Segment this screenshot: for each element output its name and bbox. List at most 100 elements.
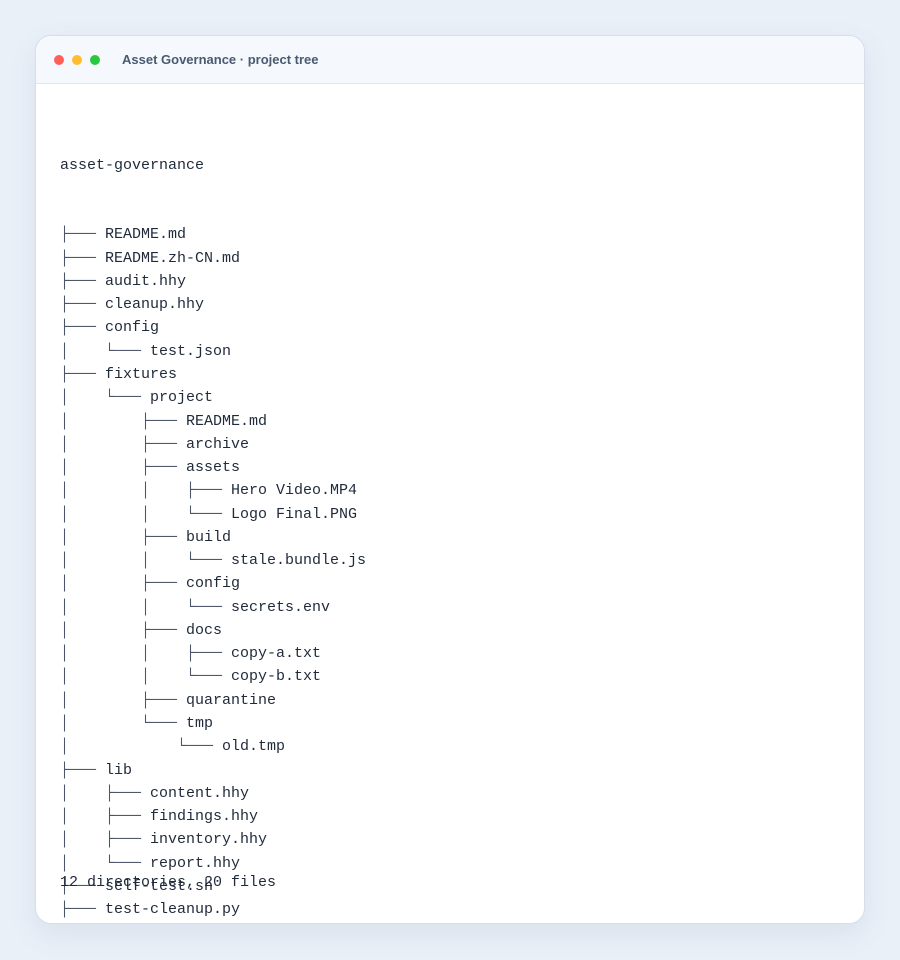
tree-branch-guide: │ ├───	[60, 808, 151, 826]
tree-entry: │ └─── project	[60, 386, 366, 409]
tree-branch-guide: │ └───	[60, 389, 151, 407]
tree-entry: │ ├─── findings.hhy	[60, 805, 366, 828]
tree-entry: │ ├─── docs	[60, 619, 366, 642]
tree-entry: │ ├─── assets	[60, 456, 366, 479]
tree-branch-guide: ├───	[60, 761, 106, 779]
tree-branch-guide: │ ├───	[60, 621, 187, 639]
tree-entry-name: content.hhy	[150, 784, 250, 802]
tree-entry-name: README.md	[186, 412, 268, 430]
tree-entry-name: report.hhy	[150, 854, 241, 872]
tree-entry-name: secrets.env	[231, 598, 331, 616]
tree-entry: │ ├─── archive	[60, 433, 366, 456]
tree-entry: │ ├─── README.md	[60, 410, 366, 433]
tree-entry: │ └─── tmp	[60, 712, 366, 735]
tree-entry: ├─── cleanup.hhy	[60, 293, 366, 316]
tree-entry: │ │ └─── stale.bundle.js	[60, 549, 366, 572]
tree-branch-guide: ├───	[60, 877, 106, 895]
tree-entry-name: README.md	[105, 226, 187, 244]
terminal-window: Asset Governance · project tree asset-go…	[35, 35, 865, 924]
tree-summary: 12 directories, 20 files	[60, 874, 277, 891]
tree-root: asset-governance	[60, 156, 205, 174]
tree-branch-guide: │ ├───	[60, 691, 187, 709]
tree-entry-name: audit.hhy	[105, 272, 187, 290]
tree-entry-name: Hero Video.MP4	[231, 482, 358, 500]
tree-entry-name: config	[105, 319, 160, 337]
file-tree: asset-governance ├─── README.md├─── READ…	[60, 107, 366, 923]
tree-entry-name: README.zh-CN.md	[105, 249, 241, 267]
zoom-window-button[interactable]	[90, 54, 100, 65]
tree-entry: │ │ ├─── Hero Video.MP4	[60, 479, 366, 502]
tree-entry: │ ├─── inventory.hhy	[60, 828, 366, 851]
tree-entry-name: inventory.hhy	[150, 831, 268, 849]
tree-entry: │ └─── report.hhy	[60, 852, 366, 875]
close-window-button[interactable]	[54, 54, 64, 65]
tree-entry: │ ├─── build	[60, 526, 366, 549]
tree-entry-name: quarantine	[186, 691, 277, 709]
title-bar: Asset Governance · project tree	[36, 36, 864, 84]
tree-branch-guide: │ └───	[60, 854, 151, 872]
tree-entry-name: lib	[105, 761, 133, 779]
tree-branch-guide: │ └───	[60, 714, 187, 732]
tree-entry-name: cleanup.hhy	[105, 296, 205, 314]
tree-entry-name: stale.bundle.js	[231, 552, 367, 570]
tree-branch-guide: ├───	[60, 296, 106, 314]
tree-entry-name: fixtures	[105, 365, 178, 383]
tree-branch-guide: │ │ └───	[60, 668, 232, 686]
tree-branch-guide: │ ├───	[60, 784, 151, 802]
tree-branch-guide: │ │ ├───	[60, 645, 232, 663]
tree-entry: │ └─── old.tmp	[60, 735, 366, 758]
tree-entry: ├─── config	[60, 316, 366, 339]
tree-entry: │ │ └─── secrets.env	[60, 596, 366, 619]
tree-entry: ├─── test-cleanup.py	[60, 898, 366, 921]
tree-entry-name: archive	[186, 435, 250, 453]
tree-entry: │ ├─── content.hhy	[60, 782, 366, 805]
tree-branch-guide: ├───	[60, 319, 106, 337]
tree-branch-guide: │ └───	[60, 342, 151, 360]
tree-entry-name: test-cleanup.py	[105, 901, 241, 919]
tree-entry: │ ├─── config	[60, 572, 366, 595]
tree-entry-name: assets	[186, 459, 241, 477]
tree-entry-name: config	[186, 575, 241, 593]
tree-entry-name: copy-a.txt	[231, 645, 322, 663]
tree-branch-guide: ├───	[60, 272, 106, 290]
tree-branch-guide: │ ├───	[60, 575, 187, 593]
tree-entry: │ └─── test.json	[60, 340, 366, 363]
minimize-window-button[interactable]	[72, 54, 82, 65]
tree-branch-guide: │ │ └───	[60, 552, 232, 570]
tree-entry: │ │ └─── Logo Final.PNG	[60, 503, 366, 526]
tree-branch-guide: ├───	[60, 901, 106, 919]
tree-entry-name: self-test.sh	[105, 877, 214, 895]
tree-entry-name: Logo Final.PNG	[231, 505, 358, 523]
tree-entry: ├─── fixtures	[60, 363, 366, 386]
tree-entry-name: old.tmp	[222, 738, 286, 756]
tree-entry-name: project	[150, 389, 214, 407]
tree-branch-guide: │ │ └───	[60, 505, 232, 523]
tree-branch-guide: │ ├───	[60, 435, 187, 453]
tree-entry: ├─── README.md	[60, 223, 366, 246]
tree-entry: └─── test-report.py	[60, 921, 366, 923]
tree-branch-guide: │ ├───	[60, 831, 151, 849]
tree-branch-guide: │ ├───	[60, 528, 187, 546]
tree-entry-name: test.json	[150, 342, 232, 360]
tree-entry: ├─── self-test.sh	[60, 875, 366, 898]
tree-entry-name: copy-b.txt	[231, 668, 322, 686]
tree-branch-guide: │ │ └───	[60, 598, 232, 616]
window-title: Asset Governance · project tree	[122, 52, 319, 67]
tree-branch-guide: ├───	[60, 365, 106, 383]
tree-branch-guide: │ ├───	[60, 412, 187, 430]
tree-branch-guide: │ ├───	[60, 459, 187, 477]
tree-branch-guide: │ │ ├───	[60, 482, 232, 500]
tree-entry: ├─── audit.hhy	[60, 270, 366, 293]
tree-entries: ├─── README.md├─── README.zh-CN.md├─── a…	[60, 223, 366, 923]
tree-branch-guide: │ └───	[60, 738, 223, 756]
tree-entry: ├─── lib	[60, 759, 366, 782]
tree-entry: ├─── README.zh-CN.md	[60, 247, 366, 270]
tree-entry-name: build	[186, 528, 232, 546]
tree-branch-guide: ├───	[60, 226, 106, 244]
tree-entry: │ ├─── quarantine	[60, 689, 366, 712]
tree-entry: │ │ ├─── copy-a.txt	[60, 642, 366, 665]
tree-entry: │ │ └─── copy-b.txt	[60, 665, 366, 688]
tree-entry-name: docs	[186, 621, 223, 639]
tree-entry-name: tmp	[186, 714, 214, 732]
tree-branch-guide: ├───	[60, 249, 106, 267]
